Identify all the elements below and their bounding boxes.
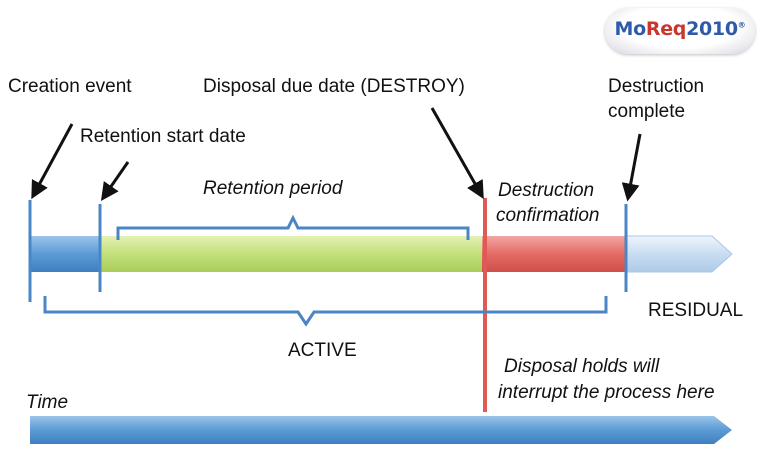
logo-year: 2010 — [686, 18, 738, 40]
segment-retention — [100, 236, 482, 272]
segment-creation — [30, 236, 100, 272]
label-destruction-confirmation-1: Destruction — [498, 180, 595, 201]
label-time: Time — [26, 392, 69, 413]
logo-text: MoReq2010® — [605, 18, 755, 40]
label-destruction-complete-1: Destruction — [608, 76, 705, 97]
label-disposal-due-date: Disposal due date (DESTROY) — [203, 76, 465, 97]
label-destruction-complete-2: complete — [608, 101, 686, 122]
label-retention-start-date: Retention start date — [80, 126, 246, 147]
logo-mo: Mo — [614, 18, 647, 40]
arrow-retention-start — [100, 161, 130, 201]
label-active: ACTIVE — [288, 340, 357, 361]
logo-registered-mark: ® — [737, 20, 746, 30]
label-holds-2: interrupt the process here — [498, 382, 715, 403]
logo-req: Req — [645, 18, 687, 40]
moreq2010-logo: MoReq2010® — [605, 8, 755, 54]
arrow-disposal-due — [430, 107, 484, 200]
label-destruction-confirmation-2: confirmation — [496, 205, 600, 226]
time-arrow — [30, 416, 732, 444]
arrow-destruction-complete — [621, 133, 642, 202]
label-creation-event: Creation event — [8, 76, 132, 97]
label-retention-period: Retention period — [203, 178, 343, 199]
label-residual: RESIDUAL — [648, 300, 744, 321]
retention-bracket — [116, 214, 470, 240]
segment-destruction — [482, 236, 626, 272]
arrow-creation — [31, 123, 74, 200]
segment-residual — [625, 235, 733, 273]
active-bracket — [43, 296, 608, 327]
label-holds-1: Disposal holds will — [504, 356, 660, 377]
